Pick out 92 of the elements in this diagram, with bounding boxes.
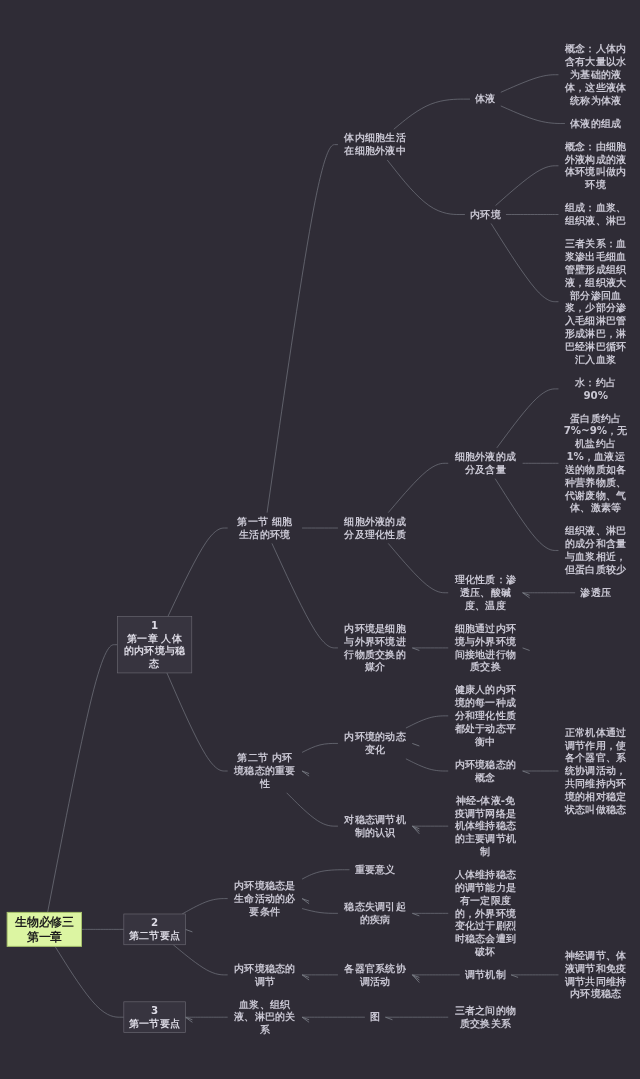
connector (522, 770, 531, 774)
connector (172, 944, 228, 976)
node-text: 重要意义 (354, 863, 396, 876)
connector (393, 98, 471, 130)
node-text: 人体维持稳态的调节能力是有一定限度的，外界环境变化过于剧烈时稳态会遭到破坏 (454, 868, 517, 958)
connector (301, 974, 310, 978)
node-text: 体内细胞生活在细胞外液中 (344, 131, 406, 157)
connector (411, 912, 420, 917)
connector (494, 478, 559, 551)
node-box: 生物必修三第一章 (6, 911, 82, 947)
connector (490, 223, 559, 302)
connector (412, 825, 449, 827)
connector (181, 898, 228, 915)
connector (387, 543, 449, 594)
node-text: 细胞外液的成分及理化性质 (344, 515, 406, 541)
connector (301, 908, 339, 914)
node-text: 体液 (475, 92, 496, 105)
connector (384, 1016, 393, 1021)
connector (496, 388, 559, 449)
connector (387, 462, 449, 513)
connector (412, 912, 449, 914)
node-text: 健康人的内环境的每一种成分和理化性质都处于动态平衡中 (454, 683, 517, 748)
connector (411, 742, 420, 747)
connector (266, 144, 339, 513)
connector (385, 1016, 449, 1018)
connector (301, 770, 310, 774)
node-text: 组成：血浆、组织液、淋巴 (564, 201, 627, 227)
connector (505, 214, 559, 215)
node-text: 第二节 内环境稳态的重要性 (234, 751, 296, 790)
connector (301, 974, 339, 976)
connector (301, 743, 339, 753)
node-box: 1 第一章 人体的内环境与稳态 (117, 616, 193, 674)
node-text: 内环境稳态的概念 (454, 758, 517, 784)
connector (411, 647, 420, 651)
connector (522, 592, 531, 596)
node-text: 水：约占90% (575, 376, 617, 402)
connector (301, 974, 310, 981)
node-text: 正常机体通过调节作用，使各个器官、系统协调活动，共同维持内环境的相对稳定状态叫做稳态 (564, 726, 627, 816)
node-text: 调节机制 (464, 968, 506, 981)
node-text: 概念：人体内含有大量以水为基础的液体，这些液体统称为体液 (564, 42, 627, 107)
connector (54, 945, 125, 1018)
connector (184, 928, 193, 933)
connector (405, 715, 449, 729)
node-text: 体液的组成 (570, 117, 622, 130)
node-text: 第一节 细胞生活的环境 (237, 515, 293, 541)
connector (495, 165, 559, 206)
connector (81, 928, 125, 930)
connector (301, 898, 310, 902)
node-box: 2 第二节要点 (123, 913, 186, 945)
node-text: 三者关系：血浆渗出毛细血管壁形成组织液，组织液大部分渗回血浆，少部分渗入毛细淋巴管形成淋巴，淋巴经淋巴循环汇入血浆 (564, 237, 627, 366)
node-text: 对稳态调节机制的认识 (344, 813, 406, 839)
connector (522, 592, 531, 599)
connector (286, 792, 339, 827)
node-text: 神经调节、体液调节和免疫调节共同维持内环境稳态 (564, 949, 627, 1000)
connector (185, 1016, 228, 1018)
node-text: 细胞外液的成分及含量 (454, 450, 517, 476)
connector (412, 974, 461, 976)
connector (166, 672, 228, 772)
connector (522, 462, 559, 464)
connector (167, 527, 228, 617)
node-text: 理化性质：渗透压、酸碱度、温度 (454, 573, 517, 612)
node-text: 内环境稳态的调节 (234, 962, 296, 987)
node-text: 内环境是细胞与外界环境进行物质交换的媒介 (344, 622, 406, 673)
node-text: 内环境 (470, 208, 501, 221)
connector (386, 159, 466, 215)
node-box: 3 第一节要点 (123, 1001, 186, 1033)
node-text: 三者之间的物质交换关系 (454, 1004, 517, 1030)
node-text: 神经-体液-免疫调节网络是机体维持稳态的主要调节机制 (454, 794, 517, 858)
connector (510, 974, 559, 976)
connector (411, 974, 420, 978)
node-text: 内环境的动态变化 (344, 730, 406, 756)
node-text: 渗透压 (580, 586, 612, 599)
node-text: 稳态失调引起的疾病 (344, 900, 406, 926)
connector (500, 74, 559, 93)
connector (47, 644, 118, 913)
connector (510, 974, 519, 978)
node-text: 血浆、组织液、淋巴的关系 (234, 997, 296, 1036)
node-text: 图 (370, 1010, 381, 1023)
connector (522, 647, 531, 651)
node-text: 蛋白质约占7%~9%，无机盐约占1%，血液运送的物质如各种营养物质、代谢废物、气体、激素等 (563, 411, 628, 514)
node-text: 细胞通过内环境与外界环境间接地进行物质交换 (454, 622, 517, 673)
connector (405, 758, 449, 772)
connector (301, 869, 350, 880)
connector (522, 592, 576, 594)
connector (301, 770, 310, 777)
connector (500, 105, 566, 124)
node-text: 概念：由细胞外液构成的液体环境叫做内环境 (564, 140, 627, 191)
connector (271, 543, 339, 649)
node-text: 内环境稳态是生命活动的必要条件 (234, 879, 296, 918)
node-text: 各器官系统协调活动 (344, 962, 406, 987)
connector (301, 898, 310, 905)
node-text: 组织液、淋巴的成分和含量与血浆相近，但蛋白质较少 (564, 524, 627, 576)
